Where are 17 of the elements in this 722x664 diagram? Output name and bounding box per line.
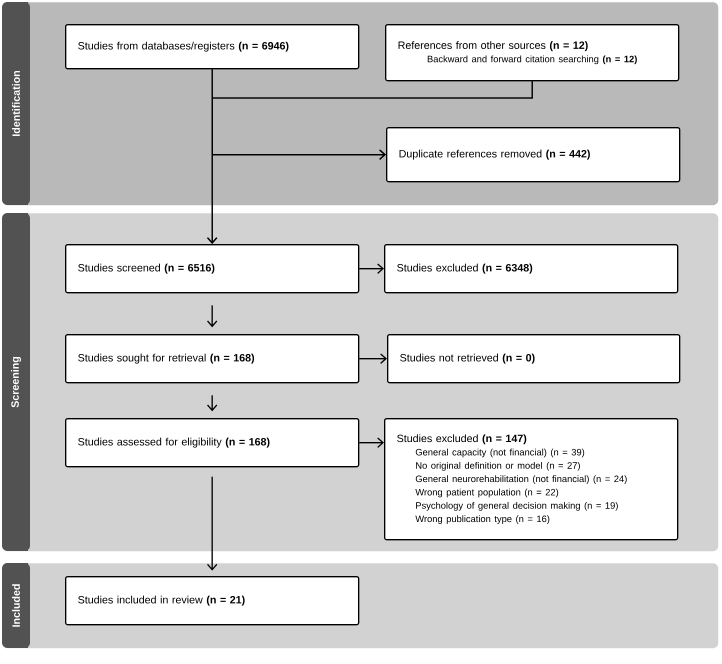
arrow bbox=[207, 305, 218, 328]
process-box: Studies not retrieved (n = 0) bbox=[387, 334, 680, 384]
arrow bbox=[359, 264, 384, 274]
process-box: References from other sources (n = 12) Backward and forward citation searching (n = 12) bbox=[385, 24, 680, 82]
arrow bbox=[359, 354, 387, 364]
arrow bbox=[359, 438, 384, 448]
process-box: Studies assessed for eligibility (n = 168) bbox=[65, 418, 360, 468]
arrow bbox=[207, 395, 218, 412]
process-box: Studies sought for retrieval (n = 168) bbox=[65, 334, 360, 384]
process-box: Studies included in review (n = 21) bbox=[65, 576, 360, 626]
process-box: Studies screened (n = 6516) bbox=[65, 244, 360, 294]
process-box: Studies from databases/registers (n = 6946) bbox=[65, 24, 360, 70]
process-box: Duplicate references removed (n = 442) bbox=[386, 127, 680, 182]
process-box: Studies excluded (n = 147) General capacity (not financial) (n = 39) No original definition or model (n = 27) General neurorehabilitation (not financial) (n = 24) Wrong patient population (n = 22) Psychology of general decision making (n = 19) Wrong publication type (n = 16) bbox=[384, 418, 678, 540]
arrow bbox=[212, 81, 533, 160]
process-box: Studies excluded (n = 6348) bbox=[384, 244, 678, 294]
arrow bbox=[207, 476, 218, 571]
